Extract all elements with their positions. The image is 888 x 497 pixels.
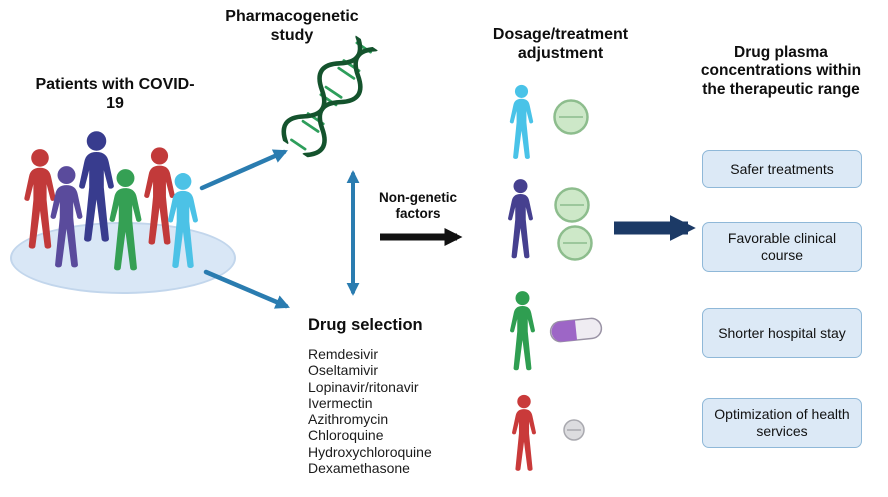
- arrow-to-outcomes: [614, 215, 696, 241]
- dna-helix-icon: [281, 32, 390, 160]
- drug-selection-label: Drug selection: [308, 316, 423, 334]
- arrow-patients-to-pharmacogenetic-study: [199, 149, 288, 191]
- non-genetic-factors-arrow: [380, 227, 463, 247]
- drug-list-item: Hydroxychloroquine: [308, 443, 432, 460]
- dosage-patient-cyan: [509, 84, 534, 159]
- patient-figure-green-front-center: [109, 169, 142, 271]
- drug-list-item: Ivermectin: [308, 394, 373, 411]
- dosage-patient-green: [510, 291, 535, 371]
- outcome-box-favorable-clinical-course: Favorable clinical course: [702, 222, 862, 272]
- dosage-patient-red: [512, 394, 536, 471]
- drug-list-item: Remdesivir: [308, 346, 379, 362]
- drug-list-item: Chloroquine: [308, 427, 384, 444]
- pharmacogenetic-study-label: Pharmacogenetic study: [225, 8, 359, 44]
- green-tablet-icon: [557, 225, 593, 261]
- arrow-patients-to-drug-selection: [203, 269, 290, 309]
- outcome-box-safer-treatments: Safer treatments: [702, 150, 862, 188]
- drug-list-item: Dexamethasone: [308, 460, 410, 477]
- grey-tablet-icon: [563, 419, 585, 441]
- drug-list-item: Azithromycin: [308, 411, 389, 428]
- outcome-box-optimization-health-services: Optimization of health services: [702, 398, 862, 448]
- dosage-patient-purple: [508, 179, 533, 259]
- outcomes-heading: Drug plasma concentrations within the th…: [700, 44, 862, 98]
- purple-white-capsule-icon: [549, 317, 603, 343]
- drug-list-item: Lopinavir/ritonavir: [308, 378, 419, 395]
- non-genetic-factors-label: Non-genetic factors: [378, 190, 457, 221]
- green-tablet-icon: [554, 187, 590, 223]
- green-tablet-icon: [553, 99, 589, 135]
- drug-selection-list: Remdesivir Oseltamivir Lopinavir/ritonav…: [308, 346, 432, 476]
- patient-figure-purple-front-left: [50, 166, 83, 268]
- patients-covid19-label: Patients with COVID-19: [35, 76, 195, 112]
- arrow-bidirectional-study-drug-selection: [346, 170, 360, 296]
- dosage-adjustment-label: Dosage/treatment adjustment: [492, 26, 629, 62]
- drug-list-item: Oseltamivir: [308, 362, 379, 379]
- outcome-box-shorter-hospital-stay: Shorter hospital stay: [702, 308, 862, 358]
